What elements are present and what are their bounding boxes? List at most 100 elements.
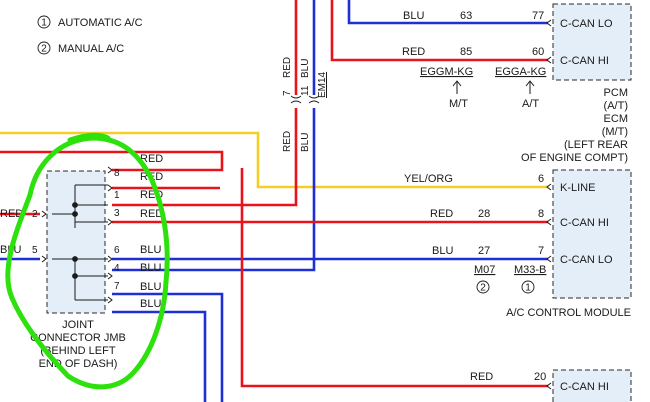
legend-label-manual: MANUAL A/C: [58, 43, 124, 55]
jmb-pin1-number: 1: [114, 190, 120, 201]
pcm-wire-labels: BLU 63 77 RED 85 60 C-CAN LO C-CAN HI EG…: [402, 10, 628, 164]
k-line-wire-color: YEL/ORG: [404, 173, 453, 185]
jmb-pin3-wire: RED: [140, 208, 163, 220]
pcm-title-line-4: (M/T): [602, 126, 628, 138]
bottom-wire-color: RED: [470, 371, 493, 383]
ac-module-title: A/C CONTROL MODULE: [506, 307, 631, 319]
pcm-note-at: A/T: [522, 98, 539, 110]
legend-number-circle: [37, 41, 51, 55]
ac-can-hi-pin: 8: [538, 208, 544, 220]
jmb-pin6-number: 6: [114, 245, 120, 256]
jmb-pin2-number: 2: [32, 209, 38, 220]
jmb-pin8-number: 8: [114, 168, 120, 179]
jmb-pin6-wire: BLU: [140, 244, 161, 256]
ac-connector-code-auto: M33-B: [514, 264, 546, 276]
legend: 1 AUTOMATIC A/C 2 MANUAL A/C: [37, 15, 143, 55]
green-marker-annotation: [5, 132, 170, 390]
ac-note-auto: 1: [525, 283, 531, 294]
ac-can-hi-pin-name: C-CAN HI: [560, 217, 609, 229]
ac-module-box: [552, 169, 632, 299]
jmb-pin2-wire: RED: [0, 208, 23, 220]
connector-chevrons: [41, 19, 552, 390]
jmb-internals: [52, 184, 108, 301]
yel-org-k-line-wire: [0, 131, 548, 189]
bottom-pin-number: 20: [534, 371, 546, 383]
arrow-up-icon: [525, 80, 535, 94]
splice-dot: [72, 202, 78, 208]
pcm-connector-code-at: EGGA-KG: [495, 66, 546, 78]
jmb-pin3-number: 3: [114, 208, 120, 219]
pcm-note-mt: M/T: [449, 98, 468, 110]
jmb-pin5-number: 5: [32, 245, 38, 256]
ac-can-lo-pin-name: C-CAN LO: [560, 254, 613, 266]
jmb-pin7-number: 7: [114, 281, 120, 292]
em14-blu-wire: [112, 0, 316, 272]
ac-can-hi-color: RED: [430, 208, 453, 220]
pcm-pin-name-can-lo: C-CAN LO: [560, 18, 613, 30]
jmb-top-wire-label: RED: [140, 153, 163, 165]
bottom-module-box: [552, 369, 632, 402]
pcm-title-line-5: (LEFT REAR: [564, 139, 628, 151]
pcm-can-hi-color: RED: [402, 46, 425, 58]
ac-can-lo-pin: 7: [538, 245, 544, 257]
note-circle: [476, 280, 490, 294]
ac-can-hi-wire-number: 28: [478, 208, 490, 220]
legend-number-circle: [37, 15, 51, 29]
bottom-can-hi-wire: [240, 168, 548, 388]
legend-number: 1: [41, 18, 47, 29]
em14-code-label: EM14: [317, 71, 328, 98]
jmb-title-line-3: (BEHIND LEFT: [40, 345, 115, 357]
k-line-pin-name: K-LINE: [560, 182, 595, 194]
em14-lower-blu-label: BLU: [300, 133, 311, 152]
jmb-title-line-1: JOINT: [62, 319, 94, 331]
jmb-bottom-wire-label: BLU: [140, 298, 161, 310]
pcm-can-hi-wire: [330, 0, 548, 62]
pcm-title-line-1: PCM: [604, 87, 628, 99]
arrow-up-icon: [452, 80, 462, 94]
em14-pin7-label: 7: [282, 90, 293, 96]
pcm-title-line-2: (A/T): [604, 100, 628, 112]
pcm-can-lo-color: BLU: [403, 10, 424, 22]
wires: [0, 0, 548, 402]
pcm-can-hi-pin: 60: [532, 46, 544, 58]
splice-dot: [72, 256, 78, 262]
splice-dot: [72, 273, 78, 279]
bottom-module-labels: RED 20 C-CAN HI: [470, 371, 609, 393]
pcm-can-lo-wire-number: 63: [460, 10, 472, 22]
ac-connector-code-manual: M07: [474, 264, 495, 276]
jmb-pin7-wire: BLU: [140, 281, 161, 293]
ac-note-manual: 2: [480, 283, 486, 294]
jmb-blu-lower-wire: [112, 310, 207, 402]
jmb-box: [46, 170, 106, 314]
pcm-pin-name-can-hi: C-CAN HI: [560, 55, 609, 67]
em14-red-wire-label: RED: [282, 57, 293, 78]
pcm-can-lo-pin: 77: [532, 10, 544, 22]
legend-label-automatic: AUTOMATIC A/C: [58, 17, 143, 29]
legend-number: 2: [41, 44, 47, 55]
pcm-title-line-6: OF ENGINE COMPT): [521, 152, 628, 164]
bottom-pin-name: C-CAN HI: [560, 381, 609, 393]
jmb-pin4-wire: BLU: [140, 262, 161, 274]
ac-can-lo-wire-number: 27: [478, 245, 490, 257]
jmb-pin4-number: 4: [114, 263, 120, 274]
em14-blu-wire-label: BLU: [300, 59, 311, 78]
k-line-pin: 6: [538, 173, 544, 185]
jmb-title-line-2: CONNECTOR JMB: [30, 332, 126, 344]
note-circle: [521, 280, 535, 294]
pcm-title-line-3: ECM: [604, 113, 628, 125]
jmb-red-pin8-wire: [0, 150, 224, 172]
ac-can-lo-color: BLU: [432, 245, 453, 257]
pcm-connector-code-mt: EGGM-KG: [420, 66, 473, 78]
em14-pin11-label: 11: [300, 85, 311, 96]
em14-lower-red-label: RED: [282, 131, 293, 152]
ac-module-labels: YEL/ORG 6 K-LINE RED 28 8 C-CAN HI BLU 2…: [404, 173, 631, 319]
splice-dot: [72, 211, 78, 217]
pcm-can-hi-wire-number: 85: [460, 46, 472, 58]
em14-labels: RED 7 BLU 11 EM14 RED BLU: [282, 57, 328, 152]
pcm-can-lo-wire: [347, 0, 548, 25]
jmb-labels: RED 8 RED 1 RED 3 RED RED 2 BLU 5 6 BLU …: [0, 153, 163, 370]
pcm-connector-box: [552, 3, 632, 81]
jmb-blu-pin7-wire: [112, 292, 224, 402]
em14-red-wire: [112, 0, 298, 207]
